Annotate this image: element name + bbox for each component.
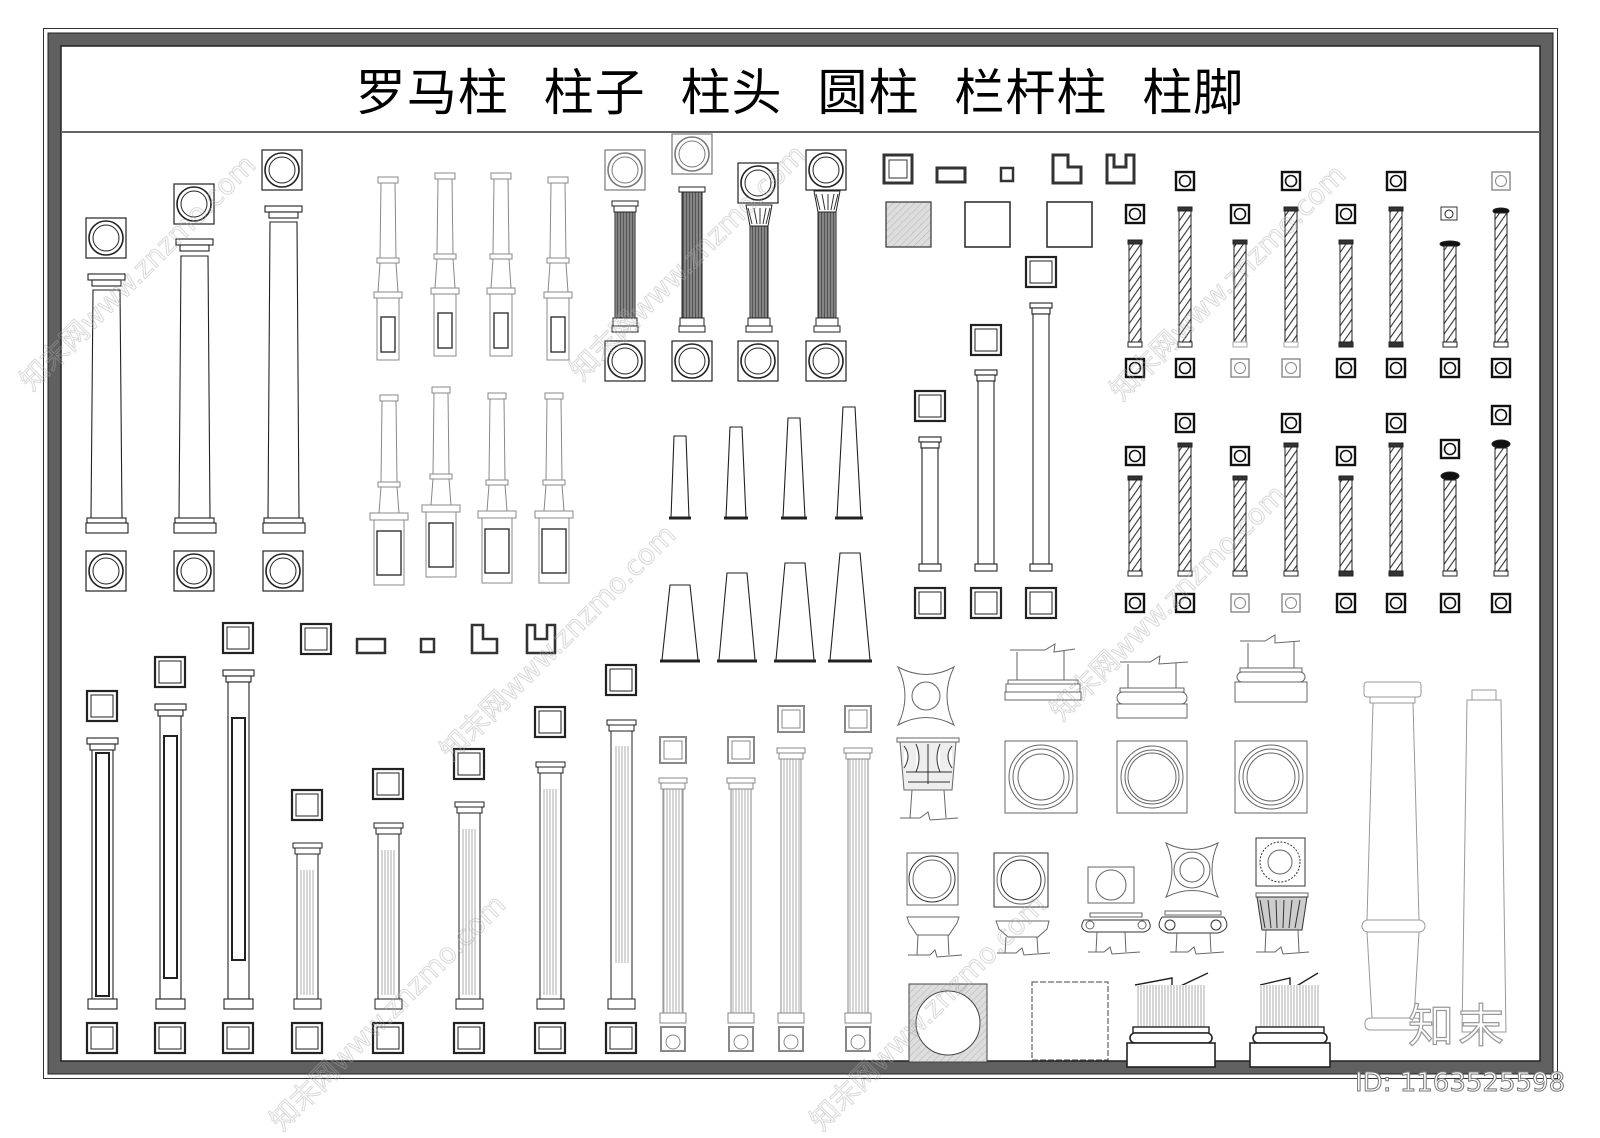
brand-logo-text: 知末 — [1407, 998, 1508, 1053]
tapered-posts — [660, 406, 872, 663]
panel-pilasters — [85, 621, 255, 1055]
large-columns — [1361, 681, 1507, 1033]
image-id-label: ID: 1163525598 — [1354, 1068, 1566, 1099]
twisted-columns — [1124, 170, 1512, 614]
roman-columns-plain — [85, 149, 306, 592]
square-section-plans — [882, 153, 1136, 248]
balustrade-posts — [369, 172, 574, 586]
capitals-and-bases — [896, 634, 1331, 1068]
sheet-title: 罗马柱 柱子 柱头 圆柱 栏杆柱 柱脚 — [355, 64, 1245, 122]
square-pilasters-middle — [913, 255, 1058, 620]
fluted-dark-columns — [604, 133, 847, 382]
fluted-pilasters — [290, 663, 873, 1055]
square-plans-lower — [299, 622, 557, 656]
